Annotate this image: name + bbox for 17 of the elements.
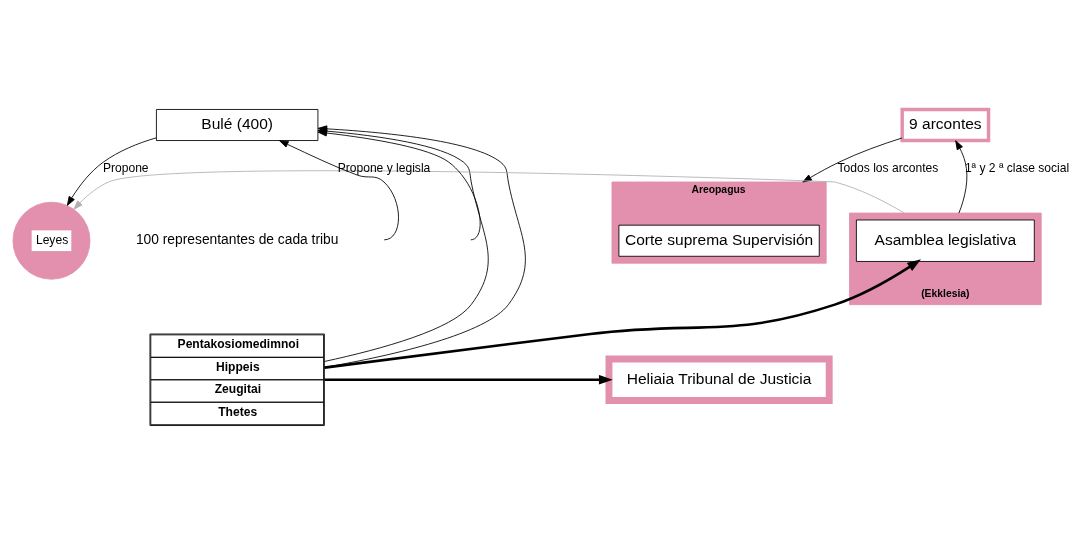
arrow — [802, 137, 903, 182]
arrow — [324, 374, 613, 385]
arrow — [324, 258, 921, 369]
node-box: Bulé (400) — [156, 108, 319, 141]
node-box: Corte suprema Supervisión — [618, 224, 820, 257]
arrow — [279, 139, 399, 240]
edge-label: Propone y legisla — [337, 160, 431, 175]
edge-label: Propone — [102, 160, 149, 175]
node-box: Asamblea legislativa — [855, 219, 1035, 262]
edge-label: Todos los arcontes — [837, 160, 939, 175]
node-box: 9 arcontes — [900, 107, 991, 142]
arrow — [66, 136, 157, 206]
edge-label: 1ª y 2 ª clase social — [964, 160, 1070, 175]
arrow — [955, 139, 968, 213]
node-box: Heliaia Tribunal de Justicia — [605, 355, 833, 404]
label: 100 representantes de cada tribu — [135, 230, 339, 247]
arrow — [73, 169, 905, 213]
